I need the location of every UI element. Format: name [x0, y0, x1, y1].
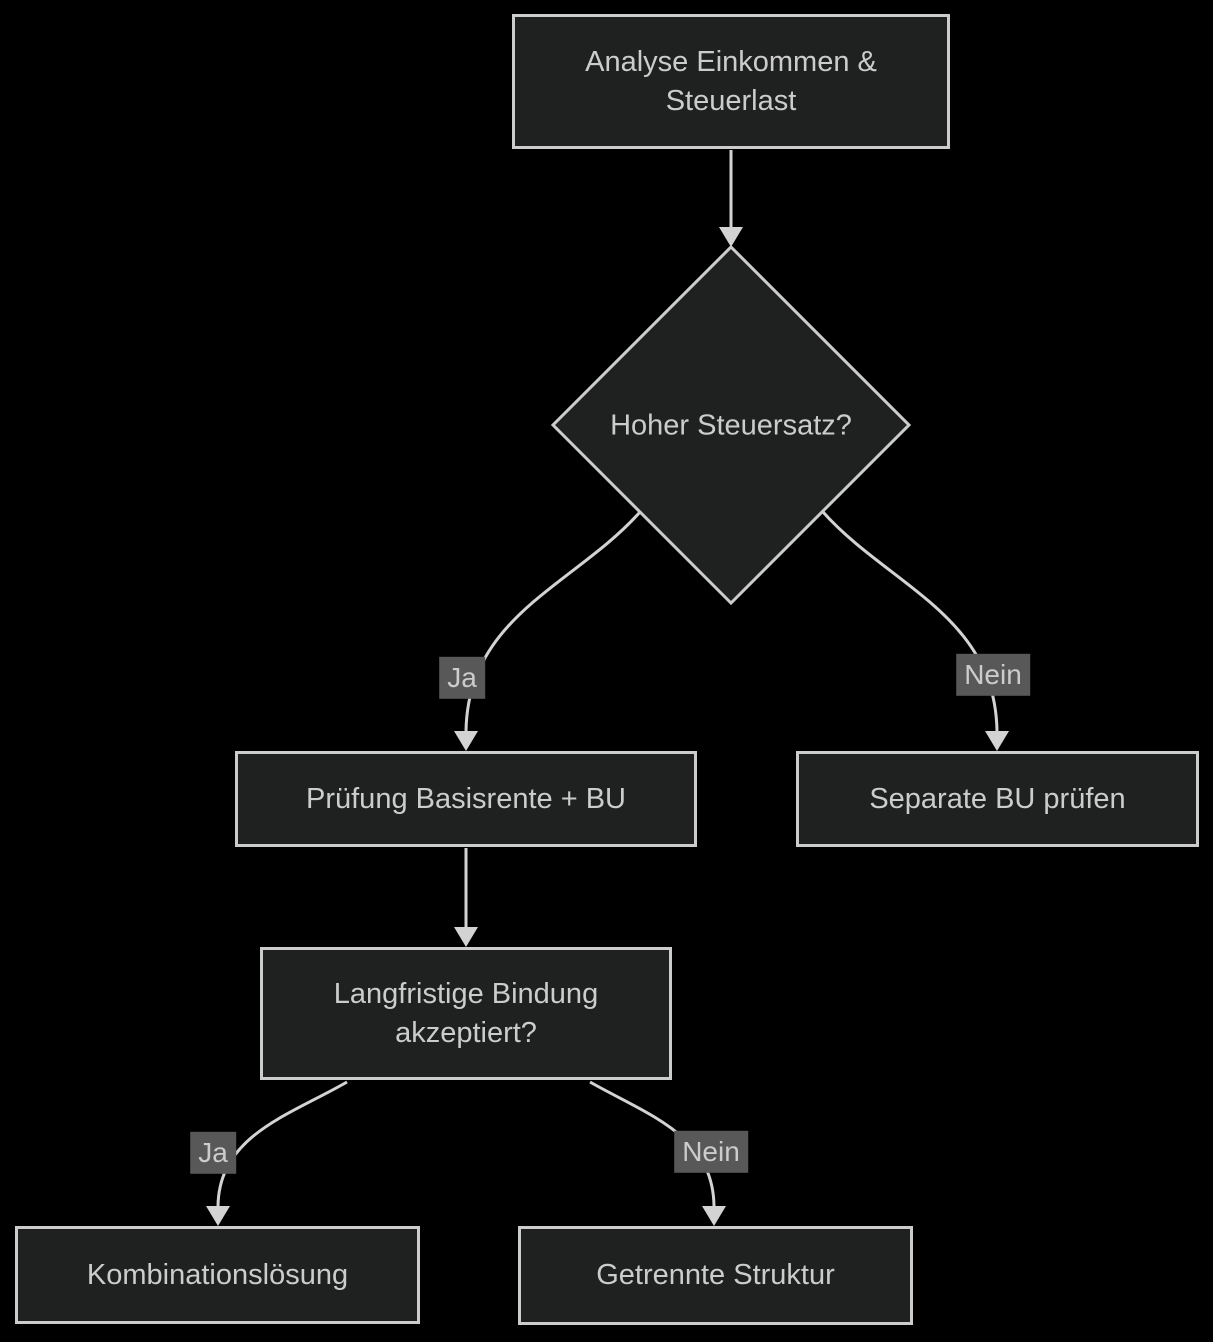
node-label: Prüfung Basisrente + BU	[306, 782, 626, 815]
node-langfristige-bindung: Langfristige Bindung akzeptiert?	[260, 947, 672, 1080]
node-analyse-einkommen: Analyse Einkommen & Steuerlast	[512, 14, 950, 149]
arrowhead-icon	[454, 731, 478, 751]
node-label: Getrennte Struktur	[596, 1259, 835, 1292]
edge-langfristig-to-kombination	[216, 1080, 348, 1207]
node-label: Langfristige Bindung akzeptiert?	[333, 977, 599, 1049]
edge-label-ja-1: Ja	[439, 656, 485, 700]
arrowhead-icon	[454, 927, 478, 947]
arrowhead-icon	[206, 1206, 230, 1226]
node-label: Separate BU prüfen	[869, 782, 1126, 815]
edge-label-nein-1: Nein	[956, 653, 1030, 697]
edge-decision-to-separate	[821, 511, 999, 732]
node-label: Analyse Einkommen & Steuerlast	[585, 45, 877, 117]
node-kombinationsloesung: Kombinationslösung	[15, 1226, 420, 1324]
arrowhead-icon	[719, 227, 743, 247]
node-label: Kombinationslösung	[86, 1258, 349, 1291]
edge-decision-to-pruefung	[464, 511, 642, 732]
decision-diamond-shape	[550, 244, 912, 606]
node-hoher-steuersatz-label: Hoher Steuersatz?	[610, 409, 852, 442]
arrowhead-icon	[985, 731, 1009, 751]
edge-langfristig-to-getrennt	[589, 1080, 716, 1207]
node-separate-bu: Separate BU prüfen	[796, 751, 1199, 847]
edge-label-nein-2: Nein	[674, 1130, 748, 1174]
arrowhead-icon	[702, 1206, 726, 1226]
node-pruefung-basisrente: Prüfung Basisrente + BU	[235, 751, 697, 847]
edge-label-ja-2: Ja	[190, 1131, 236, 1175]
node-getrennte-struktur: Getrennte Struktur	[518, 1226, 913, 1325]
